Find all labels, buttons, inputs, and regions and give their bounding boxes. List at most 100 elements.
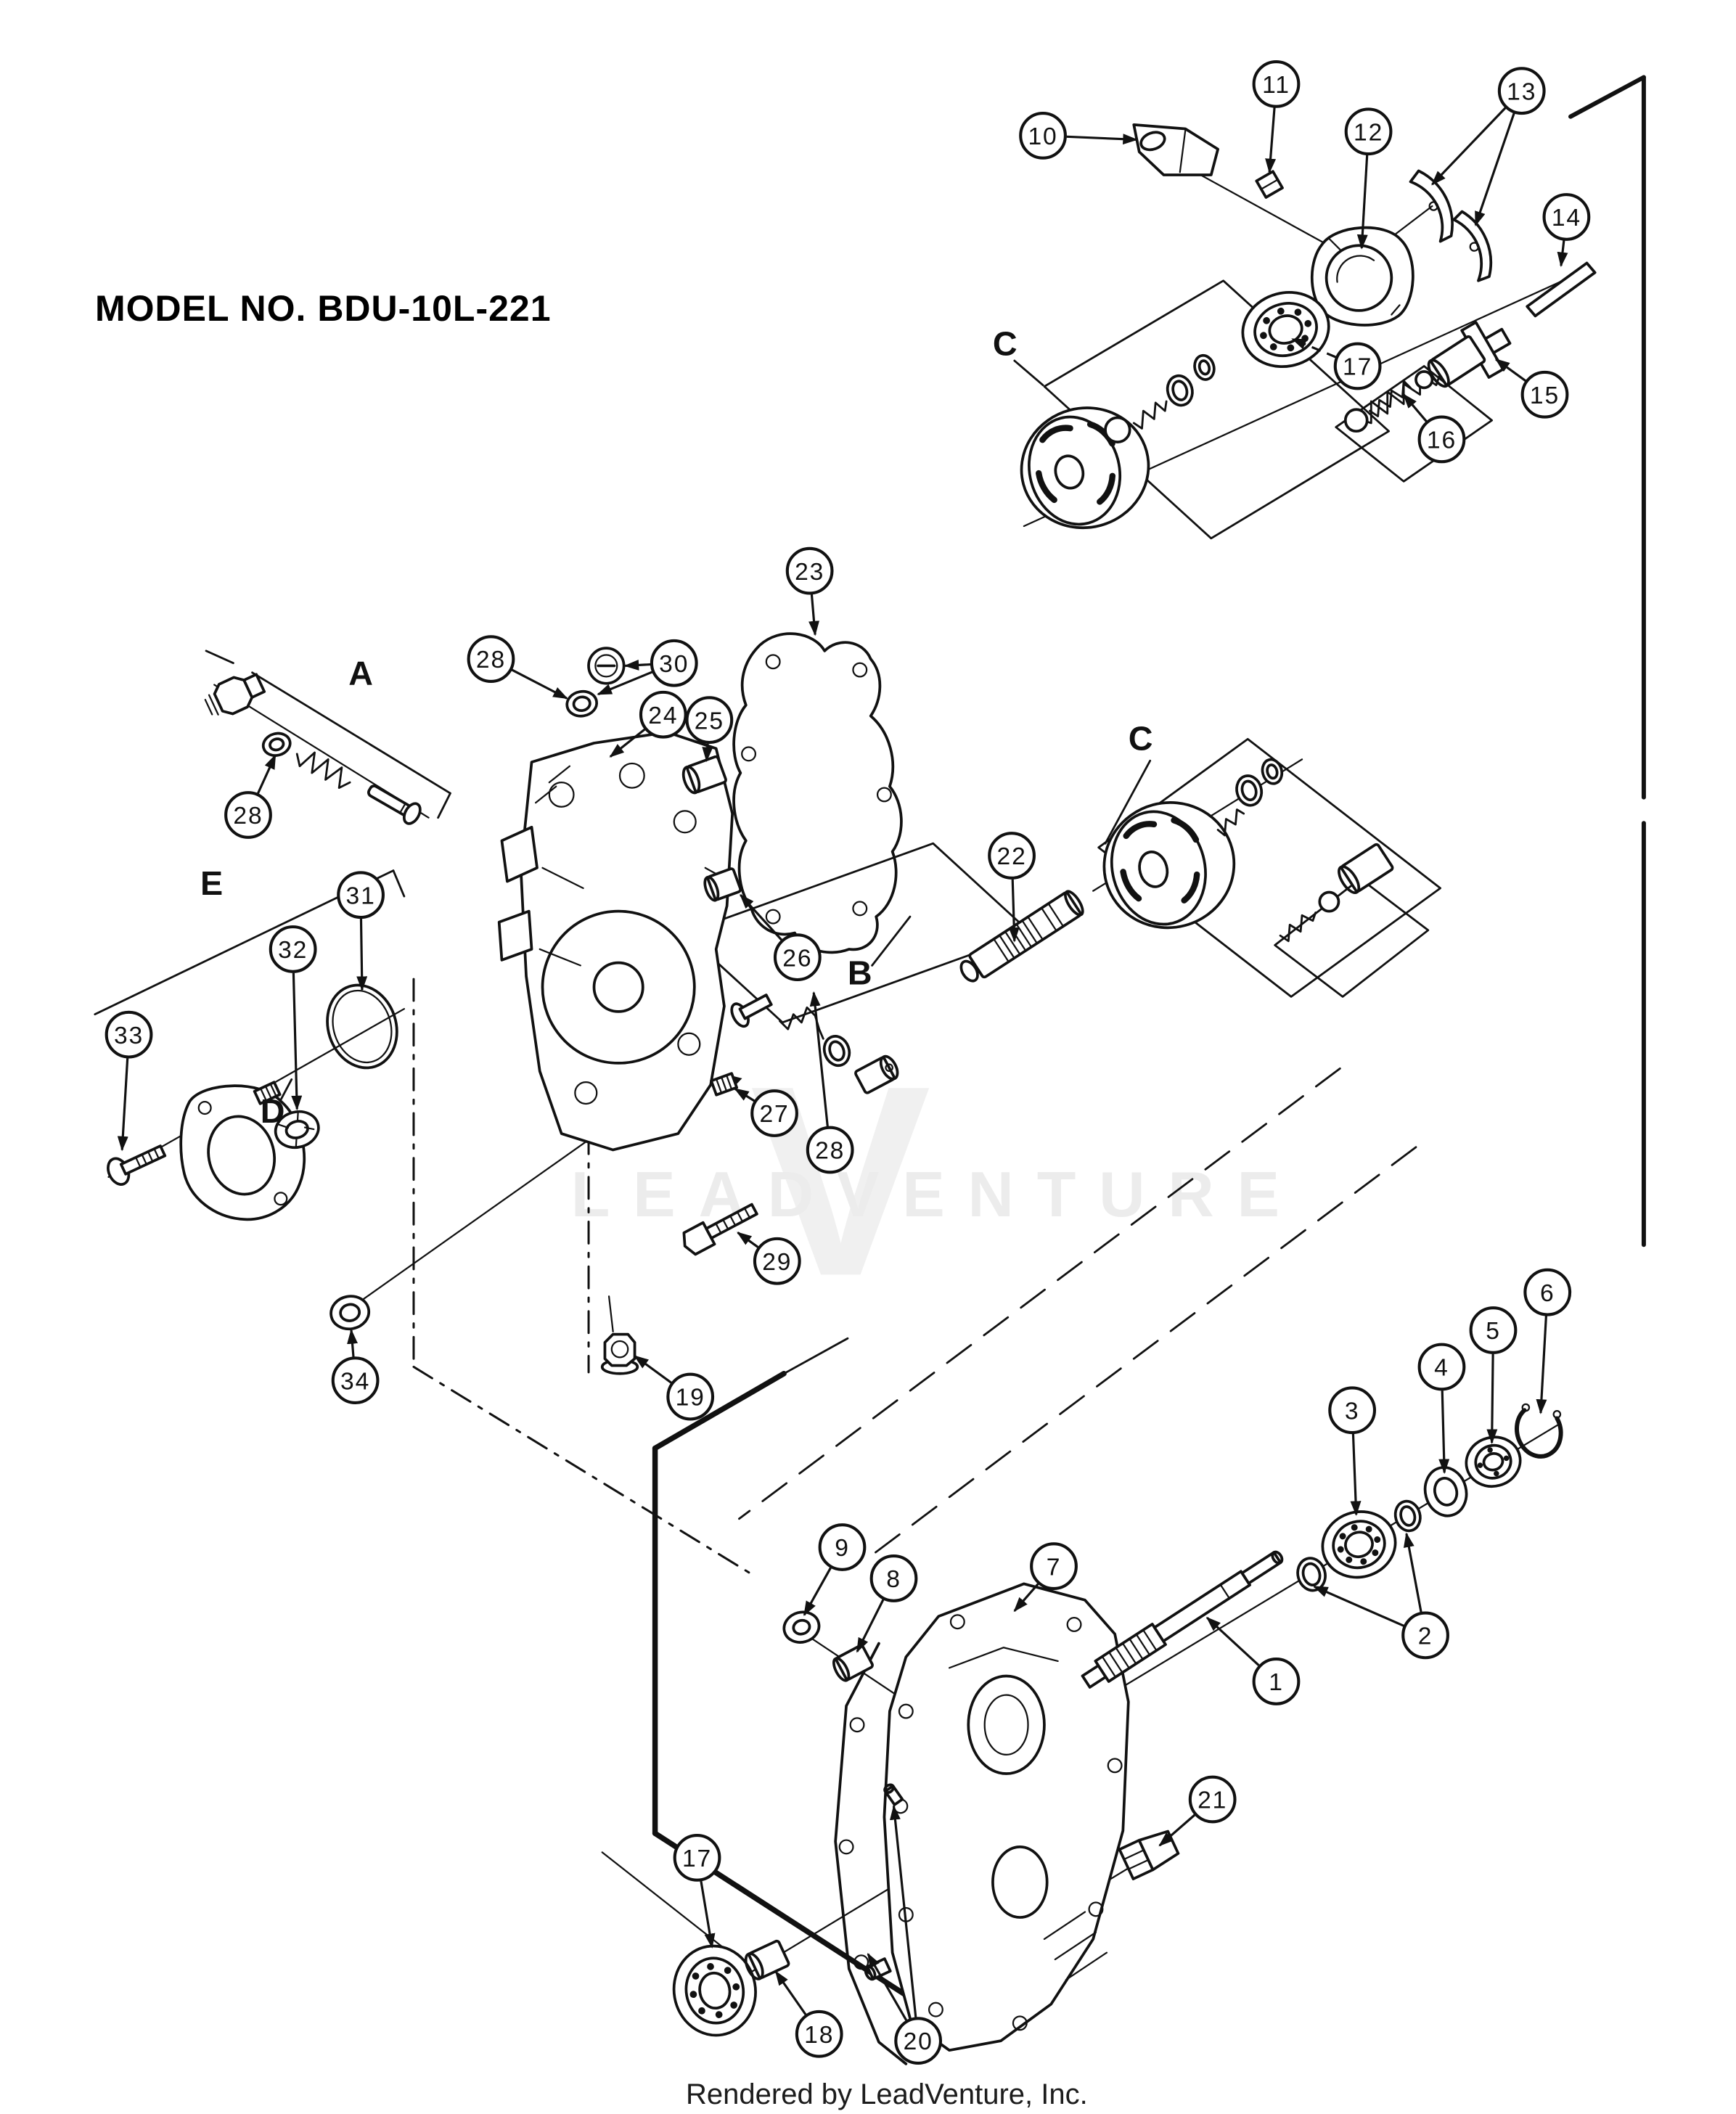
callout-circle[interactable] bbox=[773, 933, 822, 982]
callout-circle[interactable] bbox=[806, 1126, 854, 1174]
callout-number: 13 bbox=[1507, 78, 1536, 105]
callout-number: 16 bbox=[1427, 427, 1457, 454]
callout-circle[interactable] bbox=[685, 696, 734, 745]
callout-15[interactable]: 15 bbox=[1494, 358, 1569, 419]
callout-8[interactable]: 8 bbox=[856, 1554, 918, 1653]
callout-28[interactable]: 28 bbox=[467, 635, 568, 700]
callout-circle[interactable] bbox=[1030, 1542, 1078, 1591]
output-shaft-part bbox=[1081, 1550, 1284, 1689]
callout-circle[interactable] bbox=[105, 1010, 153, 1059]
callout-circle[interactable] bbox=[639, 690, 687, 739]
callout-circle[interactable] bbox=[1401, 1611, 1449, 1660]
bypass-plug-a-part bbox=[204, 673, 422, 825]
callout-26[interactable]: 26 bbox=[740, 893, 822, 982]
bearing-3-part bbox=[1321, 1510, 1397, 1579]
callout-17[interactable]: 17 bbox=[1291, 337, 1382, 390]
callout-circle[interactable] bbox=[1417, 1343, 1466, 1391]
callout-leader-line bbox=[803, 1567, 832, 1617]
callout-circle[interactable] bbox=[894, 2017, 943, 2065]
callout-circle[interactable] bbox=[1344, 107, 1393, 156]
callout-circle[interactable] bbox=[673, 1833, 721, 1882]
callout-circle[interactable] bbox=[1328, 1386, 1377, 1435]
callout-circle[interactable] bbox=[1469, 1306, 1518, 1354]
callout-circle[interactable] bbox=[1520, 370, 1569, 419]
callout-number: 28 bbox=[815, 1138, 845, 1165]
callout-4[interactable]: 4 bbox=[1417, 1343, 1466, 1475]
callout-circle[interactable] bbox=[1019, 111, 1067, 160]
leadventure-watermark: V LEADVENTURE bbox=[571, 1030, 1280, 1332]
callout-circle[interactable] bbox=[224, 791, 272, 839]
callout-number: 8 bbox=[886, 1566, 901, 1593]
callout-circle[interactable] bbox=[869, 1554, 918, 1602]
pump-shaft-part bbox=[959, 890, 1084, 983]
callout-circle[interactable] bbox=[1252, 60, 1301, 108]
lock-nut-part bbox=[600, 1332, 639, 1375]
gasket-part bbox=[732, 632, 903, 954]
callout-34[interactable]: 34 bbox=[331, 1329, 380, 1405]
callout-25[interactable]: 25 bbox=[685, 696, 734, 763]
callout-23[interactable]: 23 bbox=[785, 546, 834, 636]
callout-number: 4 bbox=[1434, 1355, 1449, 1382]
callout-11[interactable]: 11 bbox=[1252, 60, 1301, 174]
piston-kit-2-part bbox=[1216, 758, 1284, 837]
callout-number: 12 bbox=[1354, 119, 1383, 146]
cylinder-block-2-part bbox=[1102, 801, 1236, 930]
callout-circle[interactable] bbox=[1523, 1268, 1572, 1316]
callout-28[interactable]: 28 bbox=[224, 754, 277, 839]
callout-circle[interactable] bbox=[1542, 193, 1591, 241]
callout-33[interactable]: 33 bbox=[105, 1010, 153, 1152]
callout-29[interactable]: 29 bbox=[737, 1232, 801, 1285]
callout-circle[interactable] bbox=[337, 871, 385, 919]
callout-32[interactable]: 32 bbox=[269, 925, 317, 1111]
callout-number: 21 bbox=[1197, 1787, 1227, 1814]
callout-circle[interactable] bbox=[818, 1523, 867, 1571]
callout-circle[interactable] bbox=[1333, 342, 1382, 390]
callout-1[interactable]: 1 bbox=[1205, 1616, 1301, 1705]
group-label-D: D bbox=[261, 1092, 285, 1130]
callout-circle[interactable] bbox=[467, 635, 515, 683]
callout-circle[interactable] bbox=[1497, 67, 1546, 115]
callout-31[interactable]: 31 bbox=[337, 871, 385, 991]
callout-27[interactable]: 27 bbox=[734, 1088, 798, 1137]
callout-circle[interactable] bbox=[795, 2009, 843, 2058]
bushing-26-part bbox=[703, 867, 742, 902]
callout-leader-line bbox=[774, 1970, 807, 2015]
callout-6[interactable]: 6 bbox=[1523, 1268, 1572, 1414]
callout-circle[interactable] bbox=[1252, 1658, 1301, 1705]
callout-circle[interactable] bbox=[753, 1237, 801, 1285]
callout-30[interactable]: 30 bbox=[597, 639, 698, 696]
callout-5[interactable]: 5 bbox=[1469, 1306, 1518, 1444]
callout-28[interactable]: 28 bbox=[806, 991, 854, 1174]
callout-24[interactable]: 24 bbox=[609, 690, 687, 758]
callout-16[interactable]: 16 bbox=[1402, 393, 1466, 464]
callout-circle[interactable] bbox=[1188, 1775, 1237, 1824]
callout-circle[interactable] bbox=[666, 1372, 715, 1421]
callout-2[interactable]: 2 bbox=[1313, 1532, 1449, 1660]
callout-21[interactable]: 21 bbox=[1158, 1775, 1237, 1847]
bolt-33-part bbox=[107, 1144, 167, 1186]
o-ring-31-part bbox=[326, 983, 398, 1070]
callout-number: 31 bbox=[346, 882, 376, 909]
callout-19[interactable]: 19 bbox=[634, 1355, 715, 1421]
callout-18[interactable]: 18 bbox=[774, 1970, 843, 2058]
bolt-29-part bbox=[682, 1203, 758, 1256]
callout-circle[interactable] bbox=[650, 639, 698, 687]
callout-3[interactable]: 3 bbox=[1328, 1386, 1377, 1516]
callout-circle[interactable] bbox=[331, 1356, 380, 1405]
callout-12[interactable]: 12 bbox=[1344, 107, 1393, 250]
callout-14[interactable]: 14 bbox=[1542, 193, 1591, 268]
callout-22[interactable]: 22 bbox=[988, 832, 1036, 943]
callout-circle[interactable] bbox=[1417, 415, 1466, 464]
callout-13[interactable]: 13 bbox=[1431, 67, 1546, 226]
callout-leader-line bbox=[702, 743, 713, 763]
callout-10[interactable]: 10 bbox=[1019, 111, 1138, 160]
callout-circle[interactable] bbox=[785, 546, 834, 595]
callout-7[interactable]: 7 bbox=[1013, 1542, 1078, 1613]
callout-circle[interactable] bbox=[750, 1089, 798, 1137]
callout-9[interactable]: 9 bbox=[803, 1523, 867, 1617]
callout-20[interactable]: 20 bbox=[867, 1804, 943, 2065]
callout-circle[interactable] bbox=[988, 832, 1036, 880]
callout-leader-line bbox=[1013, 1583, 1039, 1613]
callout-17[interactable]: 17 bbox=[673, 1833, 721, 1949]
callout-circle[interactable] bbox=[269, 925, 317, 973]
